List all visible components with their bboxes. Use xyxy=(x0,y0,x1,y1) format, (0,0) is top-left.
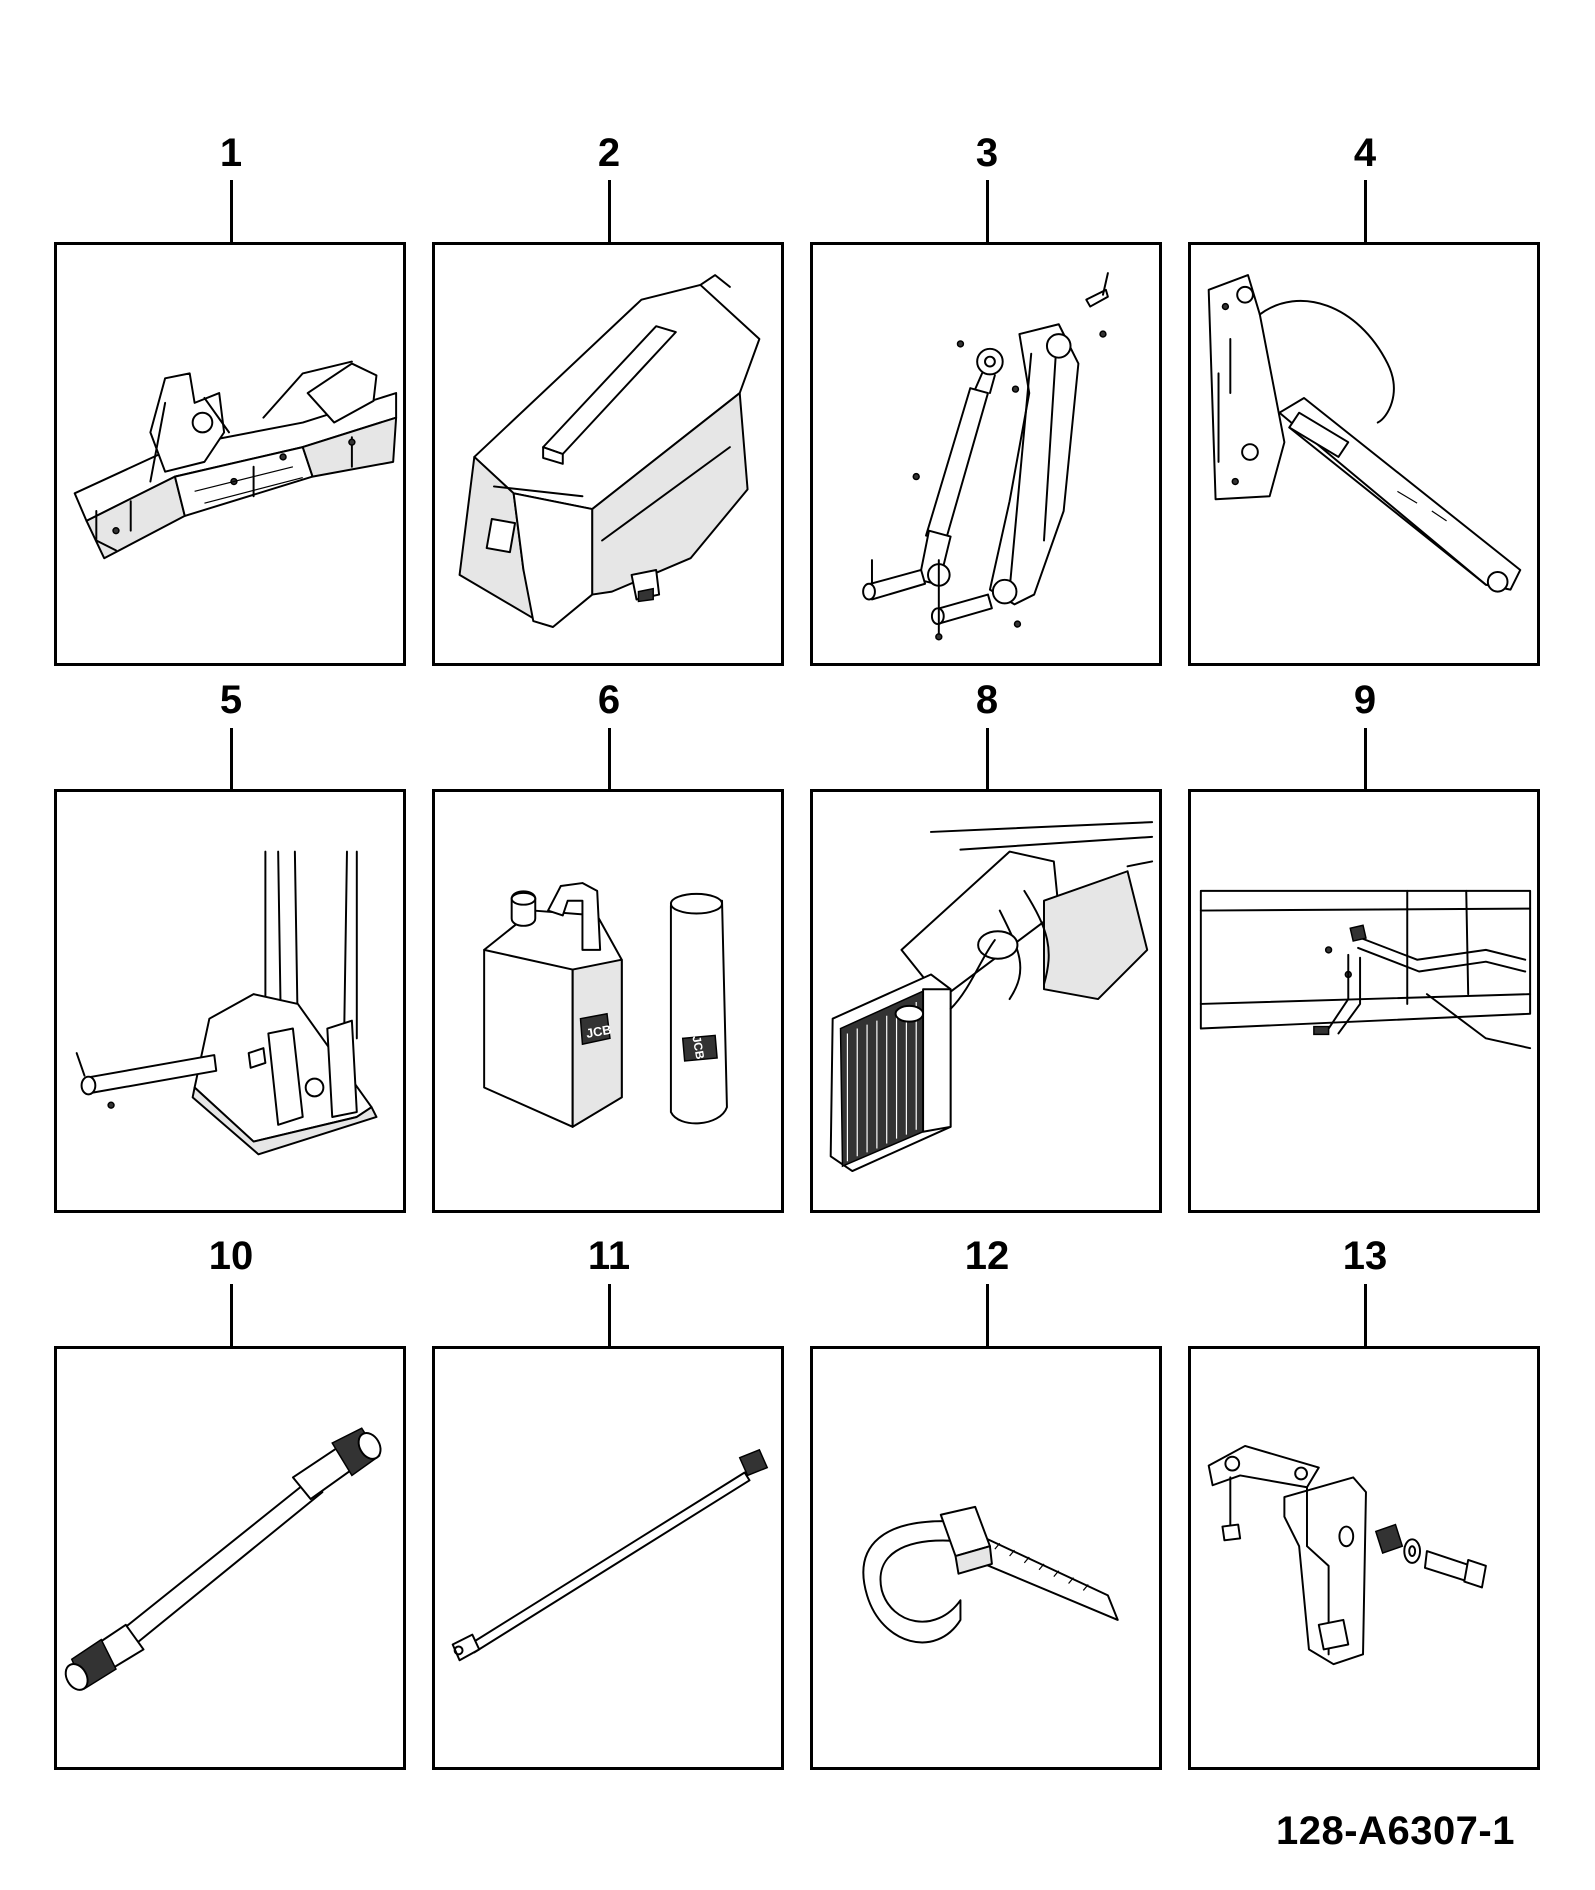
item-number-2: 2 xyxy=(597,131,621,175)
jcb-logo-cartridge: JCB xyxy=(689,1035,706,1060)
item-number-4: 4 xyxy=(1353,131,1377,175)
leader-line-6 xyxy=(608,728,611,789)
part-panel-11[interactable] xyxy=(432,1346,784,1770)
leader-line-5 xyxy=(230,728,233,789)
part-panel-10[interactable] xyxy=(54,1346,406,1770)
cable-tie-drawing xyxy=(862,1505,1119,1644)
item-number-5: 5 xyxy=(219,678,243,722)
bracket-with-bolt-drawing xyxy=(1207,1444,1487,1666)
leader-line-3 xyxy=(986,180,989,242)
item-number-10: 10 xyxy=(208,1234,254,1278)
leader-line-1 xyxy=(230,180,233,242)
item-number-3: 3 xyxy=(975,131,999,175)
leader-line-12 xyxy=(986,1284,989,1346)
item-number-9: 9 xyxy=(1353,678,1377,722)
part-panel-3[interactable] xyxy=(810,242,1162,666)
leader-line-9 xyxy=(1364,728,1367,789)
part-panel-8[interactable] xyxy=(810,789,1162,1213)
engine-cover-drawing xyxy=(458,274,761,628)
leader-line-2 xyxy=(608,180,611,242)
item-number-6: 6 xyxy=(597,678,621,722)
part-panel-4[interactable] xyxy=(1188,242,1540,666)
chassis-frame-drawing xyxy=(73,360,398,560)
item-number-8: 8 xyxy=(975,678,999,722)
jcb-logo: JCB xyxy=(585,1022,613,1041)
leader-line-8 xyxy=(986,728,989,789)
part-panel-6[interactable]: JCB JCB xyxy=(432,789,784,1213)
leader-line-4 xyxy=(1364,180,1367,242)
leader-line-13 xyxy=(1364,1284,1367,1346)
drawing-reference-number: 128-A6307-1 xyxy=(1276,1809,1515,1853)
cooling-pack-drawing xyxy=(829,821,1154,1173)
item-number-1: 1 xyxy=(219,131,243,175)
leader-line-11 xyxy=(608,1284,611,1346)
part-panel-9[interactable] xyxy=(1188,789,1540,1213)
part-panel-2[interactable] xyxy=(432,242,784,666)
hydraulic-hose-drawing xyxy=(64,1427,382,1691)
pipe-routing-drawing xyxy=(1199,889,1532,1050)
pivot-pin-bracket-drawing xyxy=(75,850,378,1156)
fluid-container-and-cartridge-drawing: JCB JCB xyxy=(483,882,728,1128)
part-panel-1[interactable] xyxy=(54,242,406,666)
cylinder-and-arm-drawing xyxy=(862,272,1109,641)
item-number-13: 13 xyxy=(1342,1234,1388,1278)
leader-line-10 xyxy=(230,1284,233,1346)
part-panel-12[interactable] xyxy=(810,1346,1162,1770)
pipe-drawing xyxy=(451,1448,769,1662)
part-panel-13[interactable] xyxy=(1188,1346,1540,1770)
item-number-12: 12 xyxy=(964,1234,1010,1278)
boom-assembly-drawing xyxy=(1207,274,1522,593)
item-number-11: 11 xyxy=(587,1234,631,1278)
part-panel-5[interactable] xyxy=(54,789,406,1213)
